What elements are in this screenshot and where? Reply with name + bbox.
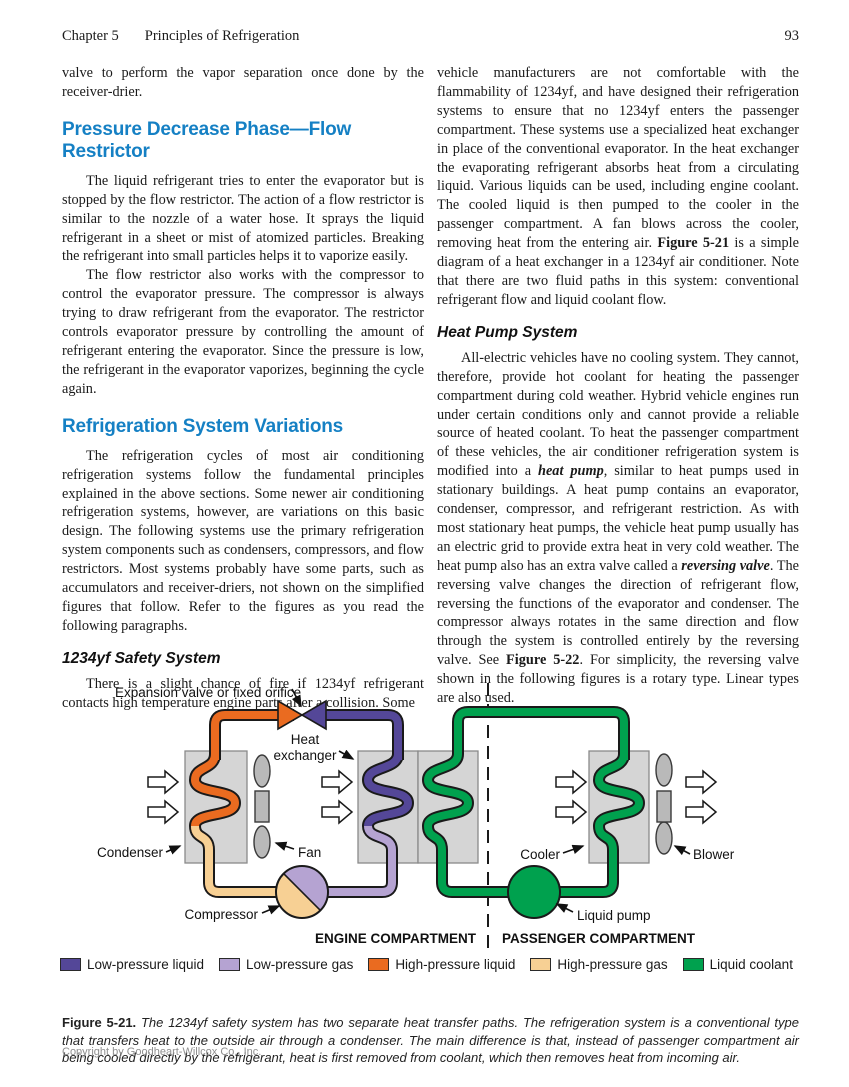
condenser-label: Condenser [97, 845, 164, 860]
expansion-valve-label: Expansion valve or fixed orifice [115, 685, 301, 700]
section-heading: Pressure Decrease Phase—Flow Restrictor [62, 118, 352, 162]
page-header: Chapter 5 Principles of Refrigeration 93 [62, 28, 799, 45]
chapter-number: Chapter 5 [62, 28, 119, 44]
left-column: valve to perform the vapor separation on… [62, 64, 424, 713]
legend-item: Low-pressure liquid [60, 957, 204, 972]
low-pressure-gas-pipe [324, 825, 396, 896]
heat-exchanger-label-line2: exchanger [273, 748, 337, 763]
figure-5-21-diagram: Expansion valve or fixed orifice Heat ex… [52, 680, 797, 970]
legend-swatch-high-pressure-liquid [368, 958, 390, 971]
legend-swatch-low-pressure-liquid [60, 958, 81, 971]
paragraph: The liquid refrigerant tries to enter th… [62, 172, 424, 265]
fan-icon [253, 754, 271, 859]
passenger-compartment-label: PASSENGER COMPARTMENT [502, 931, 696, 946]
engine-compartment-label: ENGINE COMPARTMENT [315, 931, 477, 946]
copyright-notice: Copyright by Goodheart-Willcox Co., Inc. [62, 1046, 262, 1058]
chapter-title: Principles of Refrigeration [144, 28, 300, 44]
blower-icon [655, 753, 673, 855]
section-heading: Refrigeration System Variations [62, 415, 344, 437]
legend-label: High-pressure liquid [395, 957, 516, 972]
cooler-label: Cooler [520, 847, 560, 862]
liquid-pump-icon [507, 865, 561, 919]
legend-label: Low-pressure liquid [87, 957, 205, 972]
right-column: vehicle manufacturers are not comfortabl… [437, 64, 799, 713]
legend-swatch-liquid-coolant [682, 958, 704, 971]
figure-caption-number: Figure 5-21. [62, 1015, 137, 1030]
expansion-valve-icon [277, 699, 327, 731]
legend-item: Liquid coolant [682, 957, 793, 972]
legend-label: Liquid coolant [709, 957, 793, 972]
high-pressure-gas-pipe [191, 825, 280, 896]
liquid-pump-label: Liquid pump [577, 908, 651, 923]
text-columns: valve to perform the vapor separation on… [62, 64, 799, 713]
subsection-heading: 1234yf Safety System [62, 649, 221, 667]
legend-item: Low-pressure gas [219, 957, 353, 972]
paragraph: All-electric vehicles have no cooling sy… [437, 349, 799, 707]
legend-label: High-pressure gas [557, 957, 668, 972]
heat-exchanger-label-line1: Heat [291, 732, 320, 747]
airflow-arrows [147, 769, 718, 825]
paragraph: The refrigeration cycles of most air con… [62, 447, 424, 634]
legend-item: High-pressure gas [530, 957, 668, 972]
figure-caption: Figure 5-21. The 1234yf safety system ha… [62, 1014, 799, 1067]
compressor-label: Compressor [184, 907, 258, 922]
blower-label: Blower [693, 847, 735, 862]
figure-legend: Low-pressure liquid Low-pressure gas Hig… [60, 957, 793, 972]
figure-caption-text: The 1234yf safety system has two separat… [62, 1015, 799, 1065]
paragraph: vehicle manufacturers are not comfortabl… [437, 65, 800, 308]
legend-swatch-high-pressure-gas [530, 958, 552, 971]
compressor-icon [275, 865, 329, 919]
fan-label: Fan [298, 845, 321, 860]
legend-item: High-pressure liquid [368, 957, 515, 972]
page-number: 93 [784, 28, 800, 44]
legend-swatch-low-pressure-gas [219, 958, 241, 971]
paragraph: valve to perform the vapor separation on… [62, 65, 424, 100]
legend-label: Low-pressure gas [246, 957, 354, 972]
running-head: Chapter 5 Principles of Refrigeration [62, 28, 299, 45]
paragraph: The flow restrictor also works with the … [62, 267, 424, 397]
subsection-heading: Heat Pump System [437, 323, 578, 341]
